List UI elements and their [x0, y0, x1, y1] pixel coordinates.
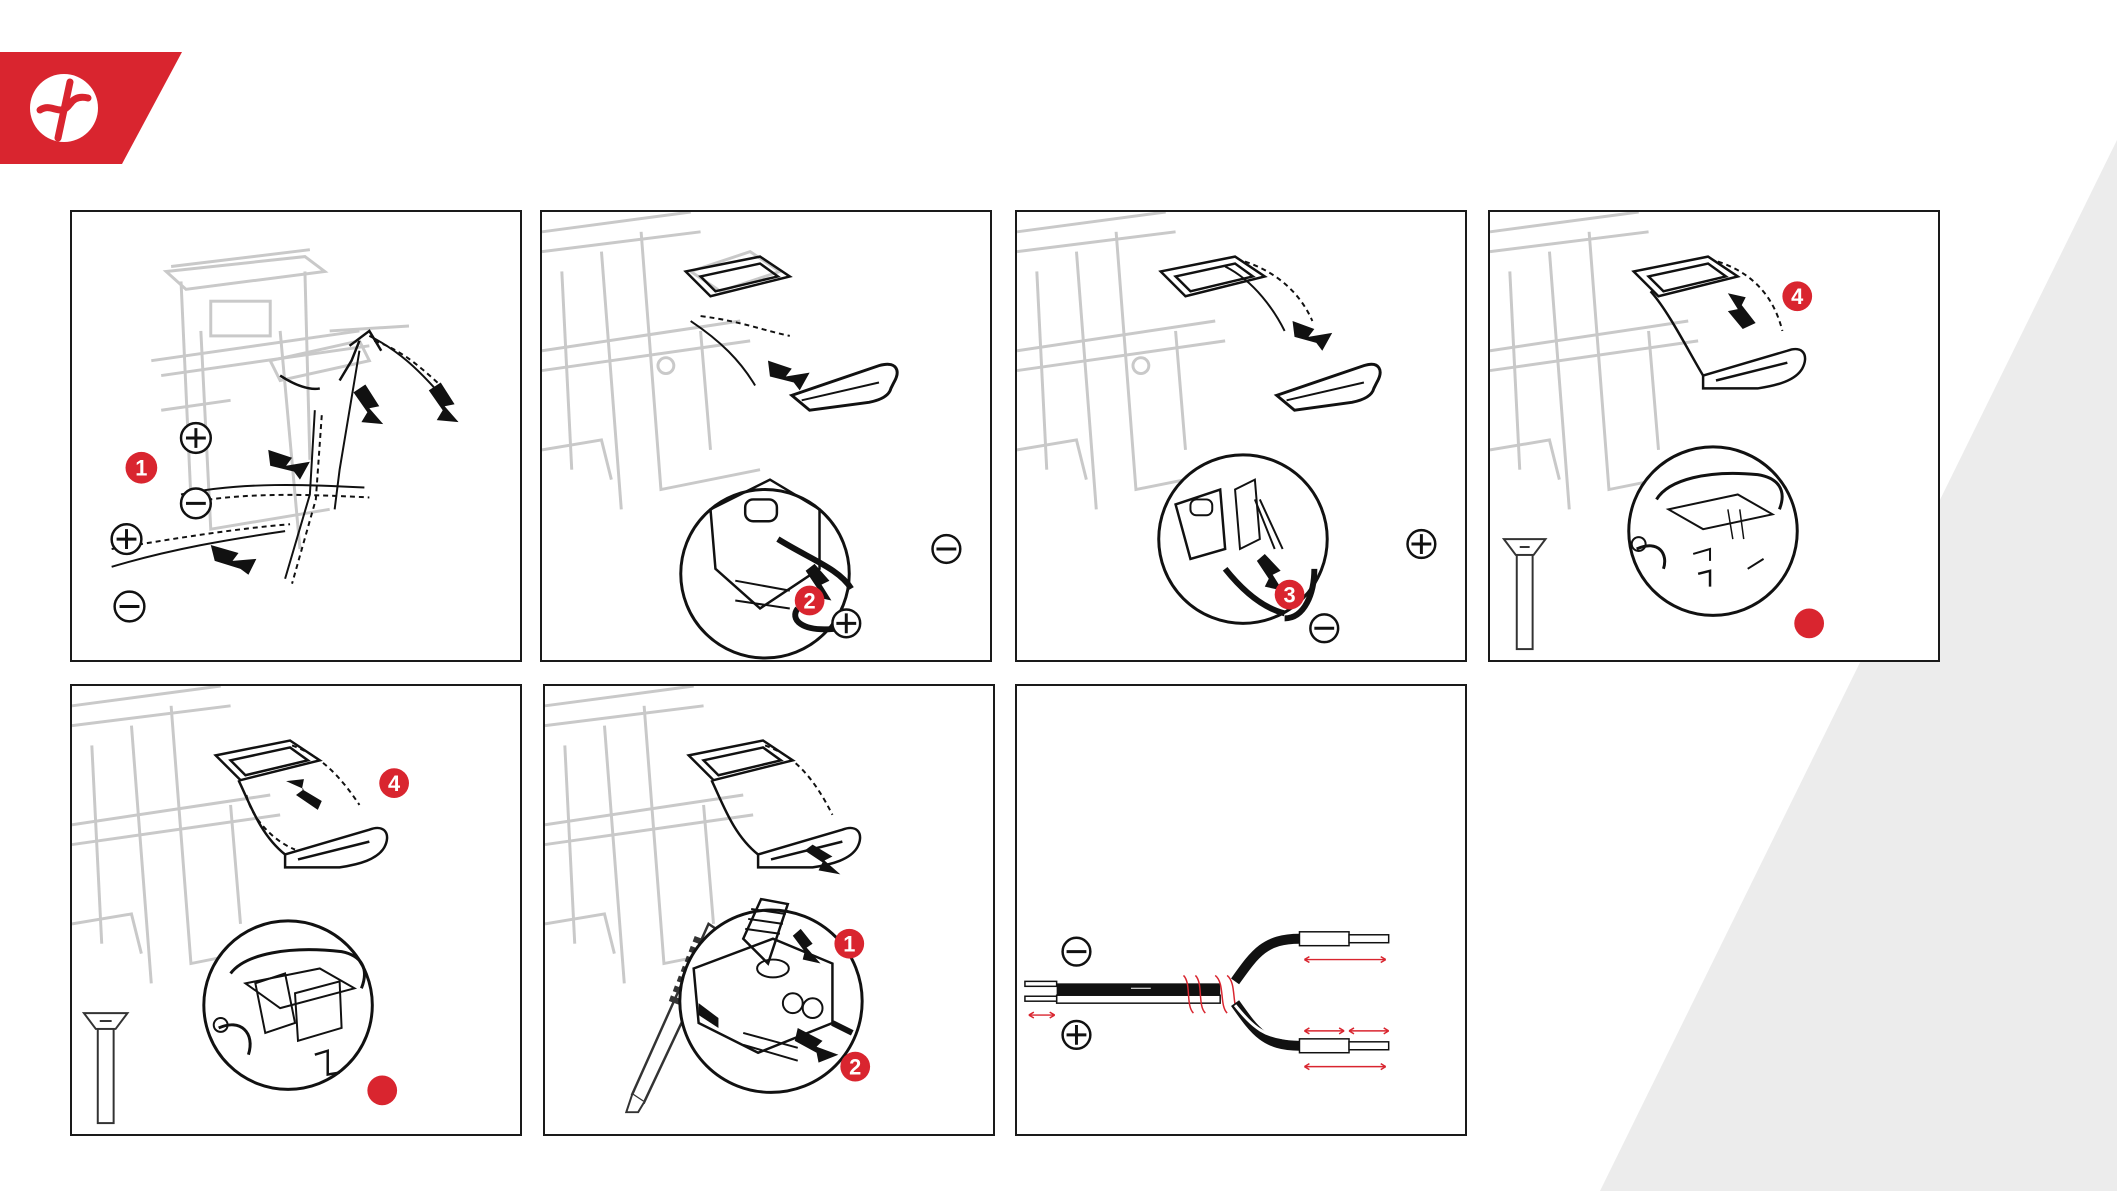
- plus-sign-icon: [1408, 530, 1436, 558]
- step-4b-panel: 4: [70, 684, 522, 1136]
- step-1-panel: 1: [70, 210, 522, 662]
- step-2-panel: 2: [540, 210, 992, 662]
- minus-sign-icon: [1310, 614, 1338, 642]
- step-2-diagram: 2: [542, 212, 990, 660]
- plus-sign-icon: [832, 609, 860, 637]
- countersunk-screw-icon: [1504, 539, 1546, 649]
- step-badge: 1: [834, 929, 864, 959]
- step-4b-diagram: 4: [72, 686, 520, 1134]
- minus-sign-icon: [181, 489, 211, 519]
- countersunk-screw-icon: [84, 1013, 128, 1123]
- plus-sign-icon: [181, 423, 211, 453]
- plus-sign-icon: [1063, 1021, 1091, 1049]
- step-badge-label: 1: [843, 932, 855, 957]
- crimp-step-diagram: 1 2: [545, 686, 993, 1134]
- minus-sign-icon: [115, 592, 145, 622]
- step-badge: 2: [795, 586, 825, 616]
- step-badge: 2: [840, 1052, 870, 1082]
- step-badge: 1: [126, 452, 158, 484]
- step-badge-label: 1: [135, 456, 147, 481]
- step-badge-label: 4: [1791, 284, 1803, 309]
- step-badge: [367, 1076, 397, 1106]
- step-badge: 4: [379, 768, 409, 798]
- step-badge: 4: [1782, 281, 1812, 311]
- cable-strip-panel: [1015, 684, 1467, 1136]
- minus-sign-icon: [1063, 938, 1091, 966]
- step-3-diagram: 3: [1017, 212, 1465, 660]
- step-badge: 3: [1275, 580, 1305, 610]
- brand-logo-icon: [0, 52, 182, 164]
- step-badge-label: 2: [804, 588, 816, 613]
- minus-sign-icon: [933, 535, 961, 563]
- step-4-diagram: 4: [1490, 212, 1938, 660]
- crimp-step-panel: 1 2: [543, 684, 995, 1136]
- step-badge-label: 3: [1284, 583, 1296, 608]
- step-badge-label: 4: [388, 771, 400, 796]
- step-badge-label: 2: [849, 1055, 861, 1080]
- step-3-panel: 3: [1015, 210, 1467, 662]
- step-4-panel: 4: [1488, 210, 1940, 662]
- step-1-diagram: 1: [72, 212, 520, 660]
- cable-strip-diagram: [1017, 686, 1465, 1134]
- plus-sign-icon: [112, 524, 142, 554]
- step-badge: [1794, 608, 1824, 638]
